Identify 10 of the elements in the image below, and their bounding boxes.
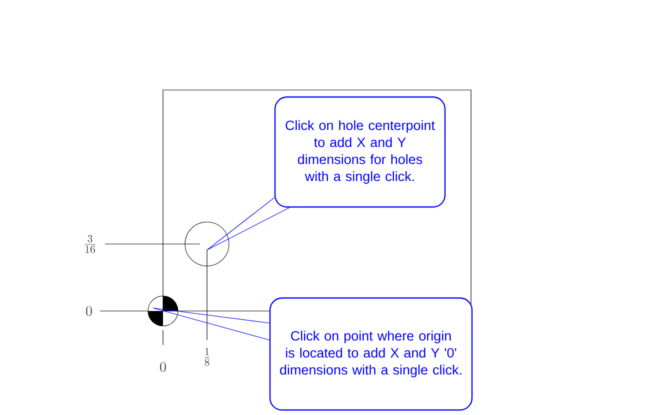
callout-pointer	[206, 197, 290, 250]
dimension-label: $\frac{3}{16}$	[84, 234, 96, 254]
origin-symbol	[148, 296, 178, 326]
callout-pointer	[152, 308, 270, 340]
dimension-label: $0$	[86, 306, 92, 316]
hole-circle	[184, 222, 230, 266]
callout-box: Click on hole centerpoint to add X and Y dimensions for holes with a single click.	[274, 96, 446, 208]
dimension-label: $0$	[160, 362, 166, 372]
callout-box: Click on point where origin is located to add X and Y '0' dimensions with a single click.	[269, 297, 473, 411]
dimension-label: $\frac{1}{8}$	[204, 348, 210, 366]
